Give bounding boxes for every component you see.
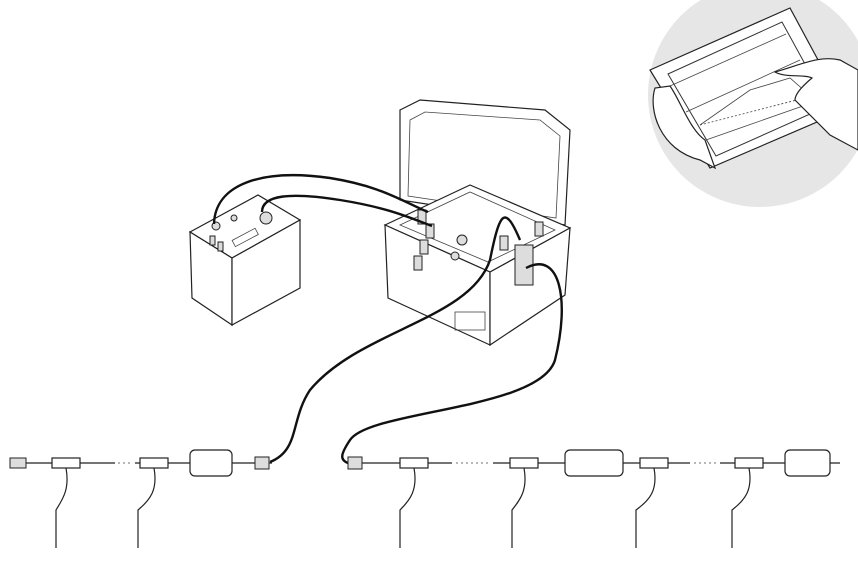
plug-icon <box>9 457 27 469</box>
tablet-inset <box>648 0 858 207</box>
clamp-icon <box>639 457 669 469</box>
battery-icon <box>188 194 302 327</box>
plug-icon <box>347 456 363 470</box>
tablet-icon <box>649 7 846 169</box>
connector-icon <box>413 209 544 286</box>
plug-icon <box>254 456 270 470</box>
clamp-icon <box>509 457 539 469</box>
clamp-icon <box>399 457 429 469</box>
acquisition-case-icon <box>383 99 572 347</box>
hands-icon <box>652 58 858 170</box>
sensor-icon <box>564 449 624 477</box>
clamp-icon <box>139 457 169 469</box>
sensor-chain-left <box>9 449 272 548</box>
sensor-icon <box>189 449 233 477</box>
cables <box>212 174 563 465</box>
clamp-icon <box>734 457 764 469</box>
clamp-icon <box>51 457 81 469</box>
sensor-chain-right <box>347 449 840 548</box>
sensor-icon <box>784 449 831 477</box>
